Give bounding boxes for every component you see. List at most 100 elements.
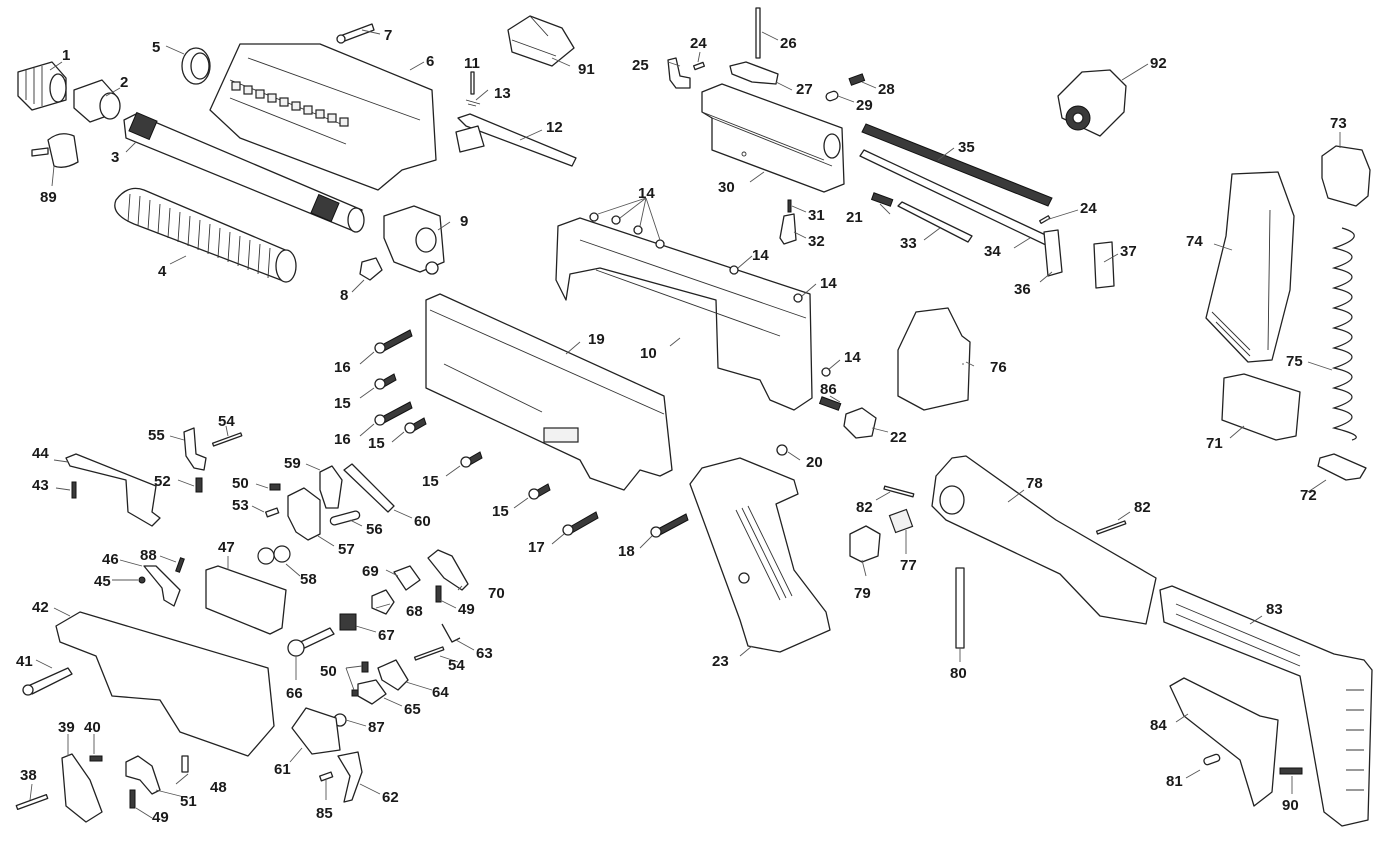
callout-15-b: 15 [368, 435, 385, 452]
part-75-magazine-spring [1331, 227, 1357, 441]
part-72-floorplate [1317, 453, 1367, 481]
part-26-pin [755, 7, 761, 59]
callout-8: 8 [340, 287, 348, 304]
callout-31: 31 [808, 207, 825, 224]
part-35-recoil-spring [861, 123, 1053, 207]
callout-87: 87 [368, 719, 385, 736]
callout-53: 53 [232, 497, 249, 514]
callout-25: 25 [632, 57, 649, 74]
part-86-spring [818, 396, 842, 411]
part-56-pin [329, 510, 361, 526]
callout-38: 38 [20, 767, 37, 784]
part-7-pin [336, 23, 375, 44]
part-77-spring [888, 508, 914, 534]
callout-50-upper: 50 [232, 475, 249, 492]
callout-57: 57 [338, 541, 355, 558]
part-48-screw [181, 755, 189, 773]
callout-35: 35 [958, 139, 975, 156]
callout-82-right: 82 [1134, 499, 1151, 516]
callout-14-group: 14 [638, 185, 655, 202]
part-37-block [1093, 241, 1115, 289]
callout-14-right: 14 [820, 275, 837, 292]
part-39-safety [61, 753, 103, 823]
part-57-hammer [287, 487, 321, 541]
callout-60: 60 [414, 513, 431, 530]
part-43-spring [71, 481, 77, 499]
part-80-pin [955, 567, 965, 649]
part-82-pin-left [883, 485, 915, 498]
part-5-ring [181, 47, 211, 85]
callout-labels: 1 2 3 4 5 6 7 8 9 10 11 12 13 14 14 14 1… [16, 27, 1347, 826]
callout-29: 29 [856, 97, 873, 114]
part-2-adapter [73, 79, 121, 123]
callout-16-a: 16 [334, 359, 351, 376]
callout-10: 10 [640, 345, 657, 362]
callout-41: 41 [16, 653, 33, 670]
part-73-follower [1321, 145, 1371, 207]
part-47-plate [205, 565, 287, 635]
callout-26: 26 [780, 35, 797, 52]
callout-64: 64 [432, 684, 449, 701]
part-64-sear [377, 659, 409, 691]
part-55-lever [183, 427, 207, 471]
callout-23: 23 [712, 653, 729, 670]
callout-24-top: 24 [690, 35, 707, 52]
callout-49-lower: 49 [152, 809, 169, 826]
callout-71: 71 [1206, 435, 1223, 452]
callout-15-a: 15 [334, 395, 351, 412]
leader-lines [29, 29, 1341, 819]
part-25-latch [667, 57, 691, 89]
part-21-spring [870, 192, 894, 207]
callout-47: 47 [218, 539, 235, 556]
callout-5: 5 [152, 39, 160, 56]
callout-15-d: 15 [492, 503, 509, 520]
callout-68: 68 [406, 603, 423, 620]
callout-62: 62 [382, 789, 399, 806]
part-92-rear-sight [1057, 69, 1127, 137]
part-69-part [393, 565, 421, 591]
part-83-stock [1159, 585, 1373, 827]
part-9-sight-block [383, 205, 445, 275]
part-32-part [779, 213, 797, 245]
callout-58: 58 [300, 571, 317, 588]
callout-69: 69 [362, 563, 379, 580]
part-89-clip [31, 133, 79, 168]
callout-54-upper: 54 [218, 413, 235, 430]
part-82-pin-right [1095, 520, 1127, 535]
part-45-ball [138, 576, 146, 584]
part-71-floorplate-sleeve [1221, 373, 1301, 441]
callout-49-upper: 49 [458, 601, 475, 618]
callout-15-c: 15 [422, 473, 439, 490]
callout-90: 90 [1282, 797, 1299, 814]
part-8-nut [359, 257, 383, 281]
callout-28: 28 [878, 81, 895, 98]
callout-72: 72 [1300, 487, 1317, 504]
callout-67: 67 [378, 627, 395, 644]
part-13-clip [465, 99, 481, 107]
part-46-catch [143, 565, 181, 607]
part-74-magazine [1205, 171, 1295, 363]
callout-44: 44 [32, 445, 49, 462]
part-52-spring [195, 477, 203, 493]
callout-17: 17 [528, 539, 545, 556]
callout-18: 18 [618, 543, 635, 560]
callout-74: 74 [1186, 233, 1203, 250]
part-6-handguard [209, 43, 437, 191]
part-50-spring-upper [269, 483, 281, 491]
callout-16-b: 16 [334, 431, 351, 448]
callout-73: 73 [1330, 115, 1347, 132]
part-24-pin-right [1039, 215, 1051, 225]
part-33-firing-pin [897, 201, 973, 243]
callout-3: 3 [111, 149, 119, 166]
callout-48: 48 [210, 779, 227, 796]
callout-36: 36 [1014, 281, 1031, 298]
callout-43: 43 [32, 477, 49, 494]
callout-56: 56 [366, 521, 383, 538]
part-88-spring [175, 557, 185, 573]
part-61-trigger-group [291, 707, 341, 755]
part-78-stock-hinge [931, 455, 1157, 625]
callout-89: 89 [40, 189, 57, 206]
parts-layer [15, 7, 1373, 827]
part-1-muzzle-nut [17, 61, 67, 111]
